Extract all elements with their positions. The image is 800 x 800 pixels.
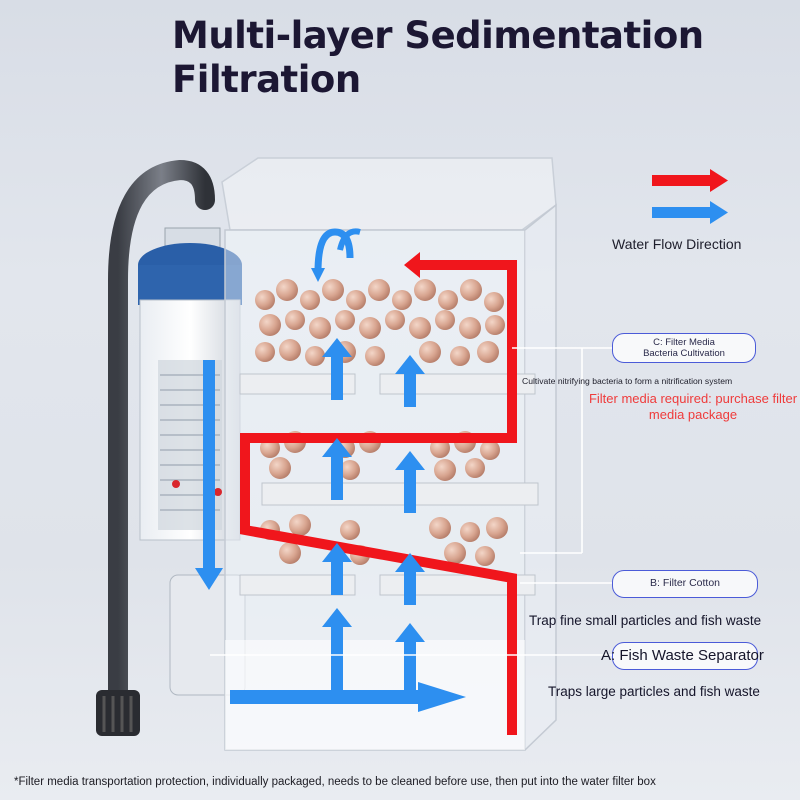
blue-flow-arrows	[195, 228, 466, 712]
red-flow-arrowhead	[404, 252, 420, 278]
callout-lines	[210, 347, 612, 656]
intake-pipe	[96, 159, 215, 736]
layer-a-description: Traps large particles and fish waste	[548, 684, 760, 699]
layer-c-tag: C: Filter Media Bacteria Cultivation	[612, 333, 756, 363]
legend-blue-arrow	[652, 201, 728, 224]
footnote: *Filter media transportation protection,…	[14, 776, 656, 788]
layer-b-tag: B: Filter Cotton	[612, 570, 758, 598]
page-title: Multi-layer Sedimentation Filtration	[172, 14, 704, 101]
layer-c-tag-line1: C: Filter Media	[653, 337, 715, 348]
legend-red-arrow	[652, 169, 728, 192]
filter-media-balls	[255, 279, 508, 566]
layer-a-tag-frame	[612, 642, 758, 670]
layer-b-description: Trap fine small particles and fish waste	[529, 613, 762, 628]
layer-c-description: Cultivate nitrifying bacteria to form a …	[522, 376, 733, 386]
legend-label: Water Flow Direction	[612, 236, 742, 252]
layer-a-tag: A: Fish Waste Separator	[601, 647, 764, 664]
layer-c-tag-line2: Bacteria Cultivation	[643, 348, 725, 359]
red-flow-path	[240, 260, 517, 735]
layer-c-note: Filter media required: purchase filter m…	[588, 391, 798, 422]
